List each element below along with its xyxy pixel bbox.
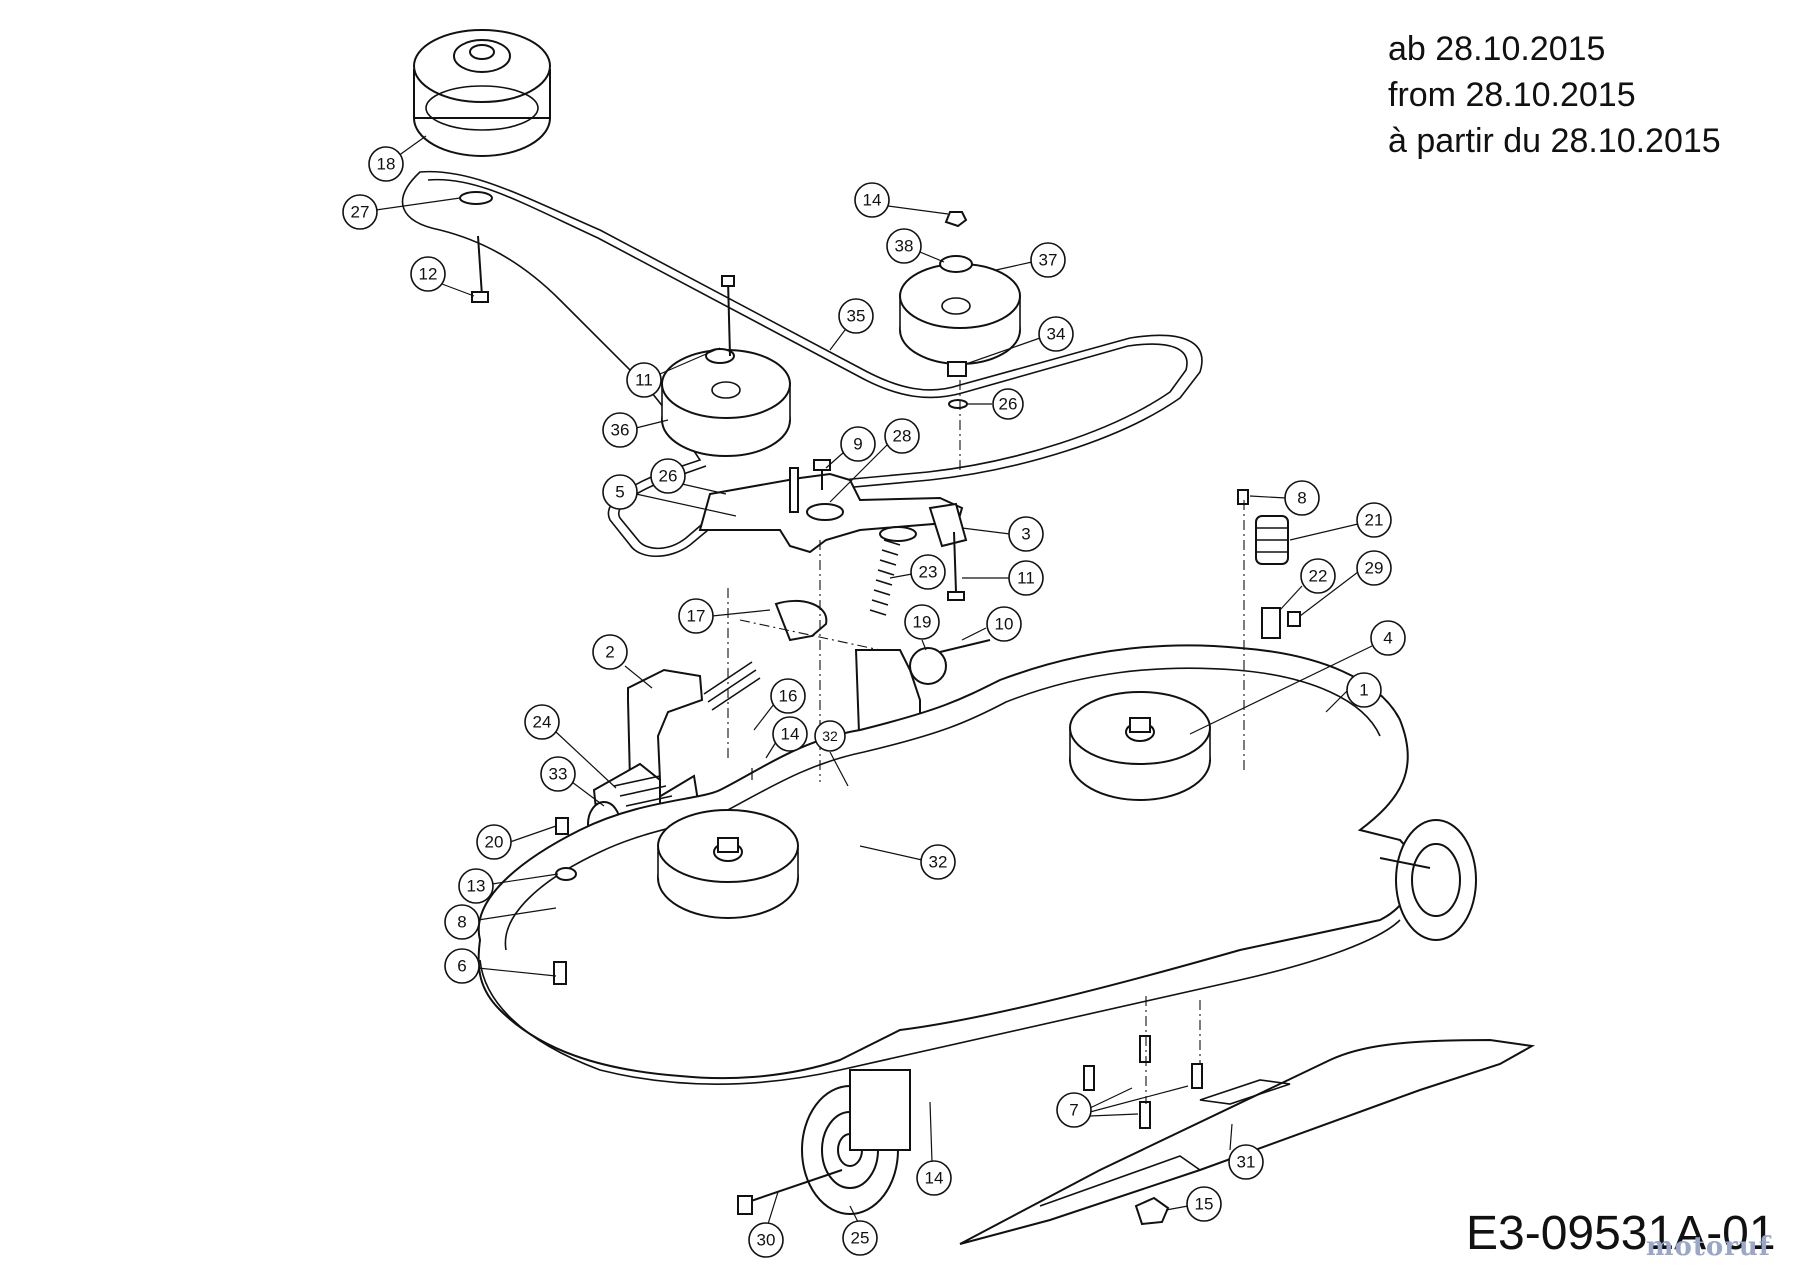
callout-7: 7 — [1056, 1085, 1189, 1128]
svg-text:26: 26 — [659, 467, 678, 486]
callout-14-top: 14 — [854, 182, 949, 218]
callout-1: 1 — [1325, 672, 1382, 713]
svg-text:28: 28 — [893, 427, 912, 446]
svg-text:33: 33 — [549, 765, 568, 784]
svg-text:10: 10 — [995, 615, 1014, 634]
svg-text:22: 22 — [1309, 567, 1328, 586]
svg-text:1: 1 — [1359, 681, 1368, 700]
svg-text:19: 19 — [913, 613, 932, 632]
callout-12: 12 — [410, 256, 475, 297]
callout-14-wheel: 14 — [916, 1101, 952, 1196]
watermark-logo: motoruf — [1646, 1232, 1771, 1262]
svg-text:32: 32 — [822, 728, 838, 744]
callout-19: 19 — [904, 604, 940, 651]
callout-24: 24 — [524, 704, 617, 789]
svg-text:26: 26 — [999, 395, 1018, 414]
svg-text:6: 6 — [457, 957, 466, 976]
callout-4: 4 — [1189, 620, 1406, 735]
svg-text:12: 12 — [419, 265, 438, 284]
callout-31: 31 — [1228, 1123, 1264, 1180]
svg-text:17: 17 — [687, 607, 706, 626]
svg-text:30: 30 — [757, 1231, 776, 1250]
svg-text:8: 8 — [457, 913, 466, 932]
callout-14-middle: 14 — [765, 716, 808, 759]
svg-text:31: 31 — [1237, 1153, 1256, 1172]
svg-text:25: 25 — [851, 1229, 870, 1248]
svg-text:29: 29 — [1365, 559, 1384, 578]
callout-16: 16 — [753, 678, 806, 731]
callout-17: 17 — [678, 598, 771, 634]
callout-2: 2 — [592, 634, 653, 689]
idler-pulley-right-part — [899, 211, 1021, 409]
svg-text:32: 32 — [929, 853, 948, 872]
svg-text:36: 36 — [611, 421, 630, 440]
drawing-number: E3-09531A-01 — [1466, 1207, 1776, 1260]
mower-blade-part — [959, 1038, 1536, 1245]
callout-22: 22 — [1279, 558, 1336, 611]
callout-8-lower: 8 — [444, 904, 557, 940]
callout-32-upper: 32 — [814, 720, 849, 787]
callout-15: 15 — [1165, 1186, 1222, 1222]
callout-5: 5 — [602, 474, 737, 517]
svg-text:34: 34 — [1047, 325, 1066, 344]
callout-33: 33 — [540, 756, 605, 807]
svg-text:11: 11 — [635, 371, 653, 390]
svg-text:20: 20 — [485, 833, 504, 852]
electric-clutch-part — [413, 29, 551, 157]
callout-8-upper: 8 — [1249, 480, 1320, 516]
svg-text:18: 18 — [377, 155, 396, 174]
callout-30: 30 — [748, 1191, 784, 1258]
svg-text:13: 13 — [467, 877, 486, 896]
svg-text:7: 7 — [1069, 1101, 1078, 1120]
svg-text:14: 14 — [925, 1169, 944, 1188]
callout-10: 10 — [961, 606, 1022, 642]
callout-32-lower: 32 — [859, 844, 956, 880]
callout-20: 20 — [476, 824, 557, 860]
svg-text:16: 16 — [779, 687, 798, 706]
callout-37: 37 — [995, 242, 1066, 278]
svg-text:14: 14 — [781, 725, 800, 744]
validity-date-english: from 28.10.2015 — [1388, 76, 1636, 114]
callout-26-upper: 26 — [966, 388, 1024, 420]
callout-21: 21 — [1289, 502, 1392, 541]
callout-11-upper: 11 — [626, 347, 721, 398]
idler-pulley-left-part — [661, 275, 791, 457]
svg-text:11: 11 — [1017, 569, 1035, 588]
svg-text:2: 2 — [605, 643, 614, 662]
svg-text:3: 3 — [1021, 525, 1030, 544]
svg-text:15: 15 — [1195, 1195, 1214, 1214]
svg-text:4: 4 — [1383, 629, 1392, 648]
validity-date-german: ab 28.10.2015 — [1388, 30, 1606, 68]
callout-38: 38 — [886, 228, 945, 264]
callout-11-lower: 11 — [962, 560, 1044, 596]
svg-text:35: 35 — [847, 307, 866, 326]
svg-text:8: 8 — [1297, 489, 1306, 508]
svg-text:21: 21 — [1365, 511, 1384, 530]
callout-26-lower: 26 — [650, 458, 727, 495]
svg-text:24: 24 — [533, 713, 552, 732]
callout-34: 34 — [965, 316, 1074, 365]
callout-23: 23 — [889, 554, 946, 590]
callout-27: 27 — [342, 194, 461, 230]
svg-text:27: 27 — [351, 203, 370, 222]
callout-3: 3 — [961, 516, 1044, 552]
svg-text:38: 38 — [895, 237, 914, 256]
svg-text:37: 37 — [1039, 251, 1058, 270]
svg-text:14: 14 — [863, 191, 882, 210]
validity-date-french: à partir du 28.10.2015 — [1388, 122, 1721, 160]
callout-28: 28 — [829, 418, 920, 503]
callout-6: 6 — [444, 948, 557, 984]
svg-text:23: 23 — [919, 563, 938, 582]
callout-18: 18 — [368, 135, 427, 182]
callout-25: 25 — [842, 1205, 878, 1256]
callout-35: 35 — [829, 298, 874, 351]
callout-9: 9 — [825, 426, 876, 469]
svg-text:9: 9 — [853, 435, 862, 454]
svg-text:5: 5 — [615, 483, 624, 502]
callout-36: 36 — [602, 412, 669, 448]
callout-13: 13 — [458, 868, 559, 904]
callout-29: 29 — [1299, 550, 1392, 617]
